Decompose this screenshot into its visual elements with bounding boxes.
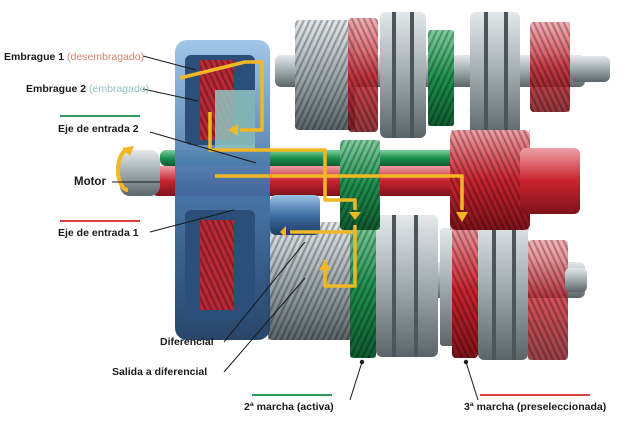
- upper-synchro-1: [380, 12, 426, 138]
- lower-synchro-2: [478, 218, 528, 360]
- motor-input: [120, 150, 160, 196]
- upper-synchro-2: [470, 12, 520, 138]
- power-flow-arrows: [179, 60, 464, 288]
- lower-synchro-1: [376, 215, 438, 357]
- motor-label: Motor: [74, 176, 106, 188]
- motor-rotation-arrow: [116, 148, 129, 192]
- diff-output-label: Salida a diferencial: [112, 366, 208, 378]
- input-shaft2-label: Eje de entrada 2: [58, 123, 139, 135]
- leader-lines: [112, 55, 479, 401]
- clutch2-label: Embrague 2 (embragado): [26, 83, 149, 95]
- gear2-underline: [252, 394, 332, 396]
- input-shaft2-underline: [60, 115, 140, 117]
- input-shaft1-underline: [60, 220, 140, 222]
- flow-arrowheads: [228, 124, 468, 270]
- input-shaft1-label: Eje de entrada 1: [58, 227, 139, 239]
- clutch2-state: (embragado): [89, 83, 150, 95]
- differential-label: Diferencial: [160, 336, 214, 348]
- gear2-label: 2ª marcha (activa): [244, 401, 334, 413]
- upper-shaft-assembly: [275, 12, 610, 138]
- clutch1-name: Embrague 1: [4, 51, 65, 63]
- clutch1-state: (desembragado): [67, 51, 145, 63]
- gear3-label: 3ª marcha (preseleccionada): [464, 401, 607, 413]
- lower-shaft-assembly: [265, 215, 587, 360]
- clutch2-plates: [215, 90, 255, 150]
- gear3-underline: [480, 394, 590, 396]
- clutch1-label: Embrague 1 (desembragado): [4, 51, 144, 63]
- clutch2-name: Embrague 2: [26, 83, 87, 95]
